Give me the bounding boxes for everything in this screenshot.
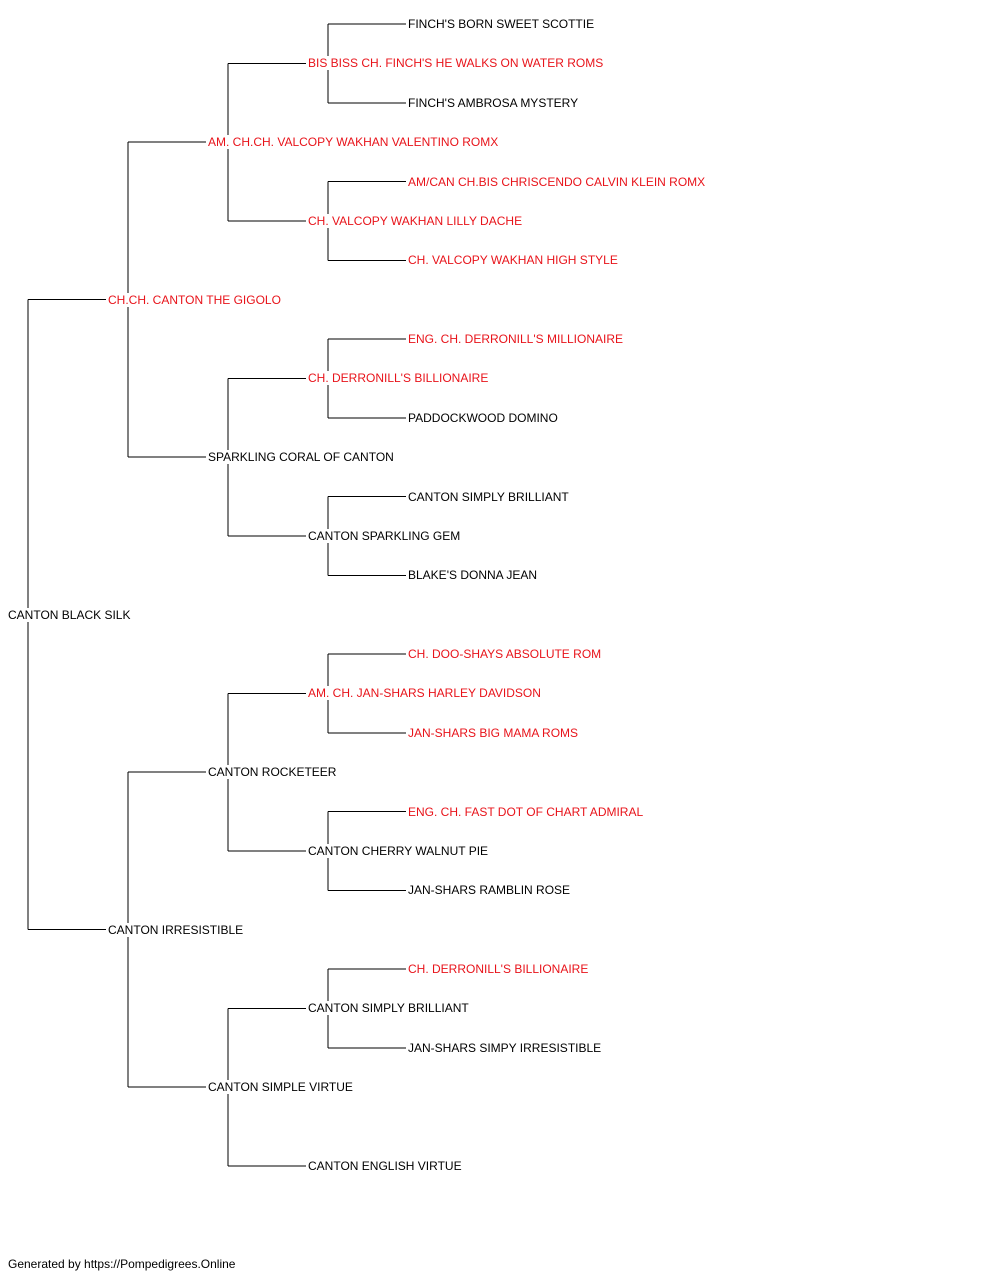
pedigree-node: JAN-SHARS SIMPY IRRESISTIBLE <box>408 1040 604 1055</box>
pedigree-node: SPARKLING CORAL OF CANTON <box>208 450 396 465</box>
footer-credit: Generated by https://Pompedigrees.Online <box>8 1257 236 1271</box>
pedigree-node: CANTON BLACK SILK <box>8 607 133 622</box>
pedigree-node: BIS BISS CH. FINCH'S HE WALKS ON WATER R… <box>308 56 606 71</box>
pedigree-node: CANTON CHERRY WALNUT PIE <box>308 843 491 858</box>
pedigree-node: CH. VALCOPY WAKHAN HIGH STYLE <box>408 253 620 268</box>
pedigree-node: PADDOCKWOOD DOMINO <box>408 410 560 425</box>
pedigree-node: CANTON SIMPLY BRILLIANT <box>308 1001 471 1016</box>
pedigree-node: CANTON SIMPLE VIRTUE <box>208 1080 355 1095</box>
pedigree-node: AM/CAN CH.BIS CHRISCENDO CALVIN KLEIN RO… <box>408 174 708 189</box>
pedigree-node: JAN-SHARS RAMBLIN ROSE <box>408 883 573 898</box>
pedigree-node: ENG. CH. DERRONILL'S MILLIONAIRE <box>408 332 626 346</box>
pedigree-node: ENG. CH. FAST DOT OF CHART ADMIRAL <box>408 804 646 819</box>
pedigree-node: CH. DERRONILL'S BILLIONAIRE <box>408 962 591 976</box>
pedigree-node: CANTON ROCKETEER <box>208 765 339 780</box>
pedigree-node: CH. VALCOPY WAKHAN LILLY DACHE <box>308 213 525 228</box>
pedigree-node: BLAKE'S DONNA JEAN <box>408 568 539 583</box>
pedigree-node: AM. CH. JAN-SHARS HARLEY DAVIDSON <box>308 686 543 701</box>
pedigree-node: AM. CH.CH. VALCOPY WAKHAN VALENTINO ROMX <box>208 135 501 150</box>
pedigree-node: CANTON SIMPLY BRILLIANT <box>408 489 571 504</box>
pedigree-node: CH.CH. CANTON THE GIGOLO <box>108 292 283 307</box>
pedigree-node: CANTON IRRESISTIBLE <box>108 922 246 937</box>
pedigree-node: CH. DOO-SHAYS ABSOLUTE ROM <box>408 647 604 661</box>
pedigree-node: CANTON ENGLISH VIRTUE <box>308 1158 464 1173</box>
pedigree-node: JAN-SHARS BIG MAMA ROMS <box>408 725 581 740</box>
pedigree-node: CH. DERRONILL'S BILLIONAIRE <box>308 371 491 386</box>
pedigree-node: FINCH'S BORN SWEET SCOTTIE <box>408 17 597 31</box>
pedigree-node: FINCH'S AMBROSA MYSTERY <box>408 95 581 110</box>
pedigree-node: CANTON SPARKLING GEM <box>308 528 463 543</box>
